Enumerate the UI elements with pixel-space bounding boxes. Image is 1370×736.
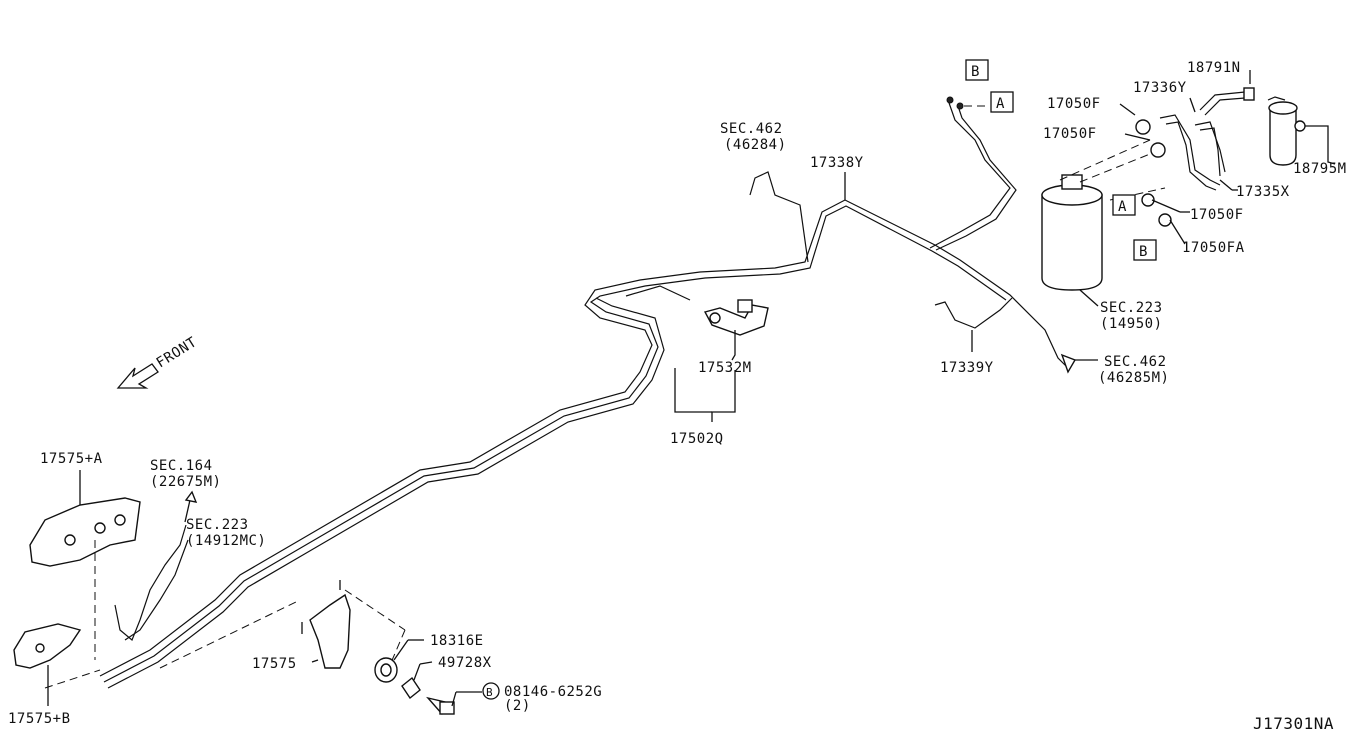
hose-clamps-17050F bbox=[1119, 103, 1186, 245]
label-17339Y: 17339Y bbox=[940, 360, 994, 376]
label-18791N: 18791N bbox=[1187, 60, 1241, 76]
label-sec164: SEC.164 bbox=[150, 458, 213, 474]
marker-a-side: A bbox=[1112, 194, 1136, 216]
bolt-symbol: B bbox=[482, 682, 500, 700]
label-17050F-2: 17050F bbox=[1043, 126, 1097, 142]
sensor-17532M-part bbox=[703, 299, 769, 361]
bracket-17575 bbox=[301, 580, 351, 669]
label-18316E: 18316E bbox=[430, 633, 484, 649]
marker-a-top: A bbox=[990, 91, 1014, 113]
main-fuel-tube-17502Q bbox=[99, 199, 1069, 689]
front-label: FRONT bbox=[154, 334, 200, 371]
label-17575: 17575 bbox=[252, 656, 297, 672]
svg-text:A: A bbox=[1118, 199, 1127, 215]
label-49728X: 49728X bbox=[438, 655, 492, 671]
label-17050F-3: 17050F bbox=[1190, 207, 1244, 223]
label-sec223-b: SEC.223 bbox=[186, 517, 249, 533]
label-17502Q: 17502Q bbox=[670, 431, 724, 447]
bolt-08146-6252G bbox=[426, 691, 482, 715]
label-17050F-1: 17050F bbox=[1047, 96, 1101, 112]
label-17336Y: 17336Y bbox=[1133, 80, 1187, 96]
front-direction-arrow: FRONT bbox=[116, 334, 200, 389]
label-bolt-qty: (2) bbox=[504, 698, 531, 714]
label-17575B: 17575+B bbox=[8, 711, 71, 727]
label-sec223-a: SEC.223 bbox=[1100, 300, 1163, 316]
label-sec223-b-ref: (14912MC) bbox=[186, 533, 266, 549]
bracket-17575B bbox=[13, 623, 82, 706]
svg-text:B: B bbox=[486, 686, 493, 699]
label-17575A: 17575+A bbox=[40, 451, 103, 467]
marker-b-top: B bbox=[965, 59, 989, 81]
drawing-code: J17301NA bbox=[1253, 714, 1334, 733]
grommet-18316E bbox=[374, 639, 424, 683]
leader-lines bbox=[674, 70, 1251, 422]
callout-labels: 18791N 17336Y 17050F 17050F 18795M 17335… bbox=[8, 60, 1347, 733]
upper-vapor-tube bbox=[929, 96, 1017, 251]
label-17335X: 17335X bbox=[1236, 184, 1290, 200]
label-17532M: 17532M bbox=[698, 360, 752, 376]
label-sec462-a-ref: (46284) bbox=[724, 137, 787, 153]
harness-17338Y bbox=[749, 171, 846, 263]
label-18795M: 18795M bbox=[1293, 161, 1347, 177]
label-17338Y: 17338Y bbox=[810, 155, 864, 171]
front-hose-lines bbox=[114, 490, 198, 641]
label-sec462-a: SEC.462 bbox=[720, 121, 783, 137]
marker-b-side: B bbox=[1133, 239, 1157, 261]
label-bolt-code: 08146-6252G bbox=[504, 684, 602, 700]
connector-sec462-46285M bbox=[1060, 353, 1098, 374]
svg-text:B: B bbox=[971, 64, 980, 80]
harness-17339Y bbox=[934, 297, 1013, 352]
label-sec164-ref: (22675M) bbox=[150, 474, 221, 490]
svg-text:A: A bbox=[996, 96, 1005, 112]
clip-49728X bbox=[401, 661, 433, 700]
svg-text:B: B bbox=[1139, 244, 1148, 260]
label-17050FA: 17050FA bbox=[1182, 240, 1245, 256]
label-sec462-b: SEC.462 bbox=[1104, 354, 1167, 370]
front-bracket-dash-lines bbox=[44, 540, 406, 689]
filter-18795M bbox=[1267, 96, 1336, 166]
vapor-hose-17336Y bbox=[1159, 87, 1255, 191]
label-sec223-a-ref: (14950) bbox=[1100, 316, 1163, 332]
label-sec462-b-ref: (46285M) bbox=[1098, 370, 1169, 386]
bracket-17575A bbox=[29, 470, 141, 567]
canister-dash-lines bbox=[1059, 139, 1166, 201]
evap-canister bbox=[1041, 174, 1103, 307]
